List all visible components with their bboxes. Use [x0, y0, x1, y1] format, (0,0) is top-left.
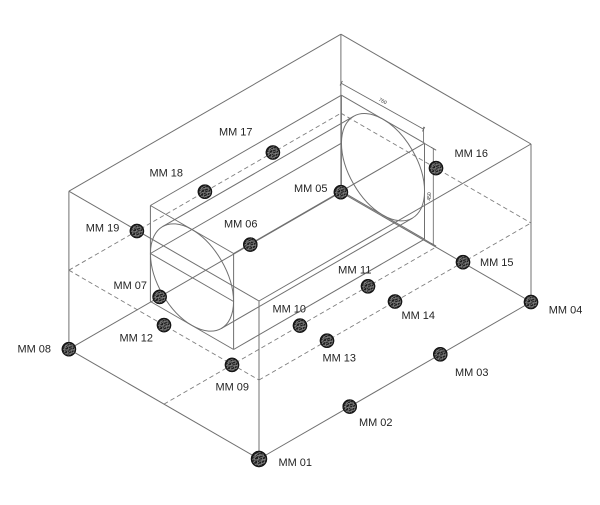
svg-text:MM 12: MM 12: [120, 333, 154, 345]
svg-text:MM 16: MM 16: [455, 148, 489, 160]
svg-text:MM 18: MM 18: [150, 168, 184, 180]
svg-text:MM 11: MM 11: [338, 265, 372, 277]
svg-text:MM 09: MM 09: [216, 382, 250, 394]
svg-text:MM 04: MM 04: [549, 305, 583, 317]
svg-text:MM 10: MM 10: [273, 304, 307, 316]
svg-text:760: 760: [377, 97, 387, 106]
svg-text:MM 06: MM 06: [224, 219, 258, 231]
svg-text:MM 03: MM 03: [455, 367, 489, 379]
svg-text:MM 08: MM 08: [18, 344, 52, 356]
svg-text:MM 19: MM 19: [86, 223, 120, 235]
svg-text:MM 15: MM 15: [480, 257, 514, 269]
svg-text:MM 05: MM 05: [294, 183, 328, 195]
svg-text:MM 02: MM 02: [359, 417, 393, 429]
svg-text:MM 17: MM 17: [219, 127, 253, 139]
svg-text:MM 07: MM 07: [114, 280, 148, 292]
svg-text:MM 13: MM 13: [323, 353, 357, 365]
svg-text:MM 14: MM 14: [402, 310, 436, 322]
svg-text:450: 450: [427, 192, 433, 201]
svg-text:MM 01: MM 01: [279, 457, 313, 469]
